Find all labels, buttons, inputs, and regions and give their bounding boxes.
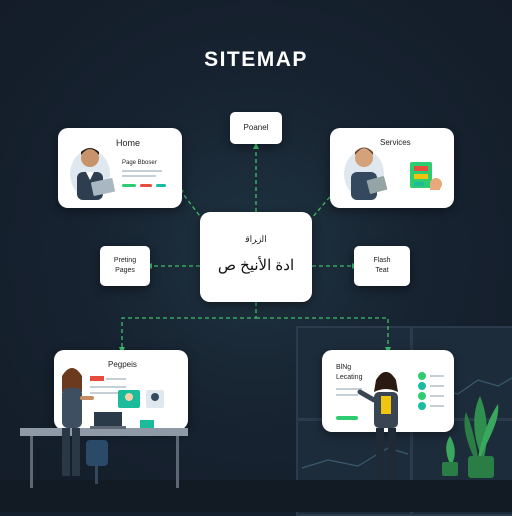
services-node-card[interactable]: Services [330, 128, 454, 208]
right-node-line2: Teat [375, 267, 389, 274]
left-node-card[interactable]: Preting Pages [100, 246, 150, 286]
center-node-card[interactable]: ﺍﻟﺯﺮﺍﻗ ﺍﺩﺓ الأنيخ ص [200, 212, 312, 302]
services-chart-icon [410, 162, 442, 190]
projects-content-icon [90, 376, 164, 408]
blog-node-card[interactable]: BlNg Lecating [322, 350, 454, 432]
page-title: SITEMAP [204, 48, 308, 71]
home-node-title: Home [116, 138, 141, 148]
floor [0, 480, 512, 512]
center-node-line2: ﺍﺩﺓ الأنيخ ص [217, 257, 295, 274]
man-with-laptop-icon [70, 148, 116, 200]
projects-node-card[interactable]: Pegpeis [54, 350, 188, 430]
man-with-tablet-icon [344, 147, 388, 200]
blog-content-icon [336, 372, 444, 420]
left-node-line1: Preting [113, 257, 137, 264]
blog-node-line2: Lecating [336, 374, 363, 381]
home-node-card[interactable]: Home Page Bboser [58, 128, 182, 208]
projects-node-title: Pegpeis [108, 360, 137, 369]
right-node-card[interactable]: Flash Teat [354, 246, 410, 286]
top-node-label: Poanel [243, 123, 269, 132]
services-node-title: Services [380, 138, 411, 147]
home-node-content-bars [122, 170, 166, 187]
home-node-subtitle: Page Bboser [122, 160, 157, 166]
blog-node-line1: BlNg [336, 364, 352, 371]
center-node-line1: ﺍﻟﺯﺮﺍﻗ [245, 234, 267, 244]
right-node-line1: Flash [373, 257, 391, 264]
left-node-line2: Pages [115, 267, 135, 274]
top-node-card[interactable]: Poanel [230, 112, 282, 144]
